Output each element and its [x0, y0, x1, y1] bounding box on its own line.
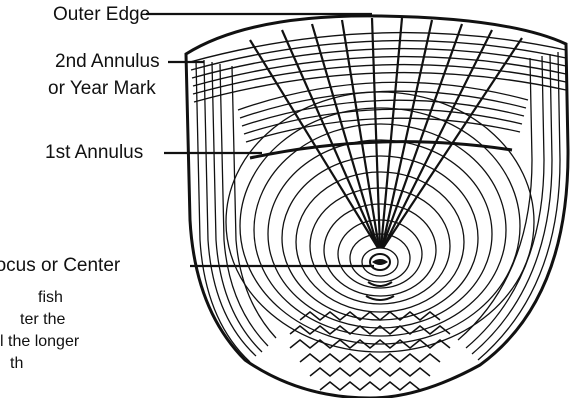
caption-line-2: ter the — [20, 309, 65, 331]
year-mark-label: or Year Mark — [48, 78, 156, 100]
first-annulus-label: 1st Annulus — [45, 142, 143, 164]
caption-line-4: th — [10, 353, 23, 375]
focus-label: Focus or Center — [0, 255, 120, 277]
outer-edge-label: Outer Edge — [53, 4, 150, 26]
caption-line-1: fish — [38, 287, 63, 309]
caption-line-3: l the longer — [0, 331, 79, 353]
second-annulus-label: 2nd Annulus — [55, 51, 160, 73]
